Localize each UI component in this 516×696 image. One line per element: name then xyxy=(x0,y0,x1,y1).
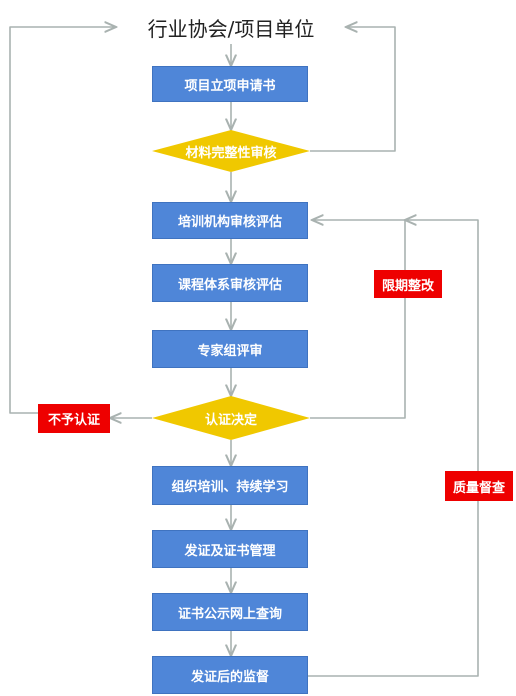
decision-material-check: 材料完整性审核 xyxy=(152,130,310,172)
label-rectify: 限期整改 xyxy=(374,270,442,298)
diamond-shape xyxy=(152,130,310,172)
step-application: 项目立项申请书 xyxy=(152,66,308,102)
step-training-eval: 培训机构审核评估 xyxy=(152,202,308,239)
loop-rectify-back-to-training-eval xyxy=(310,220,406,419)
decision-certification: 认证决定 xyxy=(152,396,310,440)
step-expert-review: 专家组评审 xyxy=(152,330,308,368)
step-certificate-mgmt: 发证及证书管理 xyxy=(152,530,308,568)
step-certificate-mgmt-label: 发证及证书管理 xyxy=(184,543,276,559)
step-expert-review-label: 专家组评审 xyxy=(197,343,263,359)
step-training-label: 组织培训、持续学习 xyxy=(171,480,289,495)
step-training: 组织培训、持续学习 xyxy=(152,466,308,505)
loop-supervision-back-to-training-eval xyxy=(308,220,479,677)
decision-material-check-label: 材料完整性审核 xyxy=(185,145,277,161)
title-org: 行业协会/项目单位 xyxy=(118,10,344,44)
step-training-eval-label: 培训机构审核评估 xyxy=(177,215,282,230)
label-reject: 不予认证 xyxy=(38,404,110,433)
step-application-label: 项目立项申请书 xyxy=(184,78,276,94)
decision-certification-label: 认证决定 xyxy=(204,412,257,428)
step-curriculum-eval-label: 课程体系审核评估 xyxy=(177,277,282,293)
step-public-query: 证书公示网上查询 xyxy=(152,593,308,631)
step-post-supervision: 发证后的监督 xyxy=(152,656,308,694)
loop-reject-back-to-title xyxy=(9,27,116,414)
diamond-shape xyxy=(152,396,310,440)
step-public-query-label: 证书公示网上查询 xyxy=(177,606,282,622)
step-curriculum-eval: 课程体系审核评估 xyxy=(152,264,308,302)
label-quality-supervision: 质量督查 xyxy=(445,471,513,501)
step-post-supervision-label: 发证后的监督 xyxy=(190,669,269,685)
loop-material-check-back-to-title xyxy=(310,27,396,152)
